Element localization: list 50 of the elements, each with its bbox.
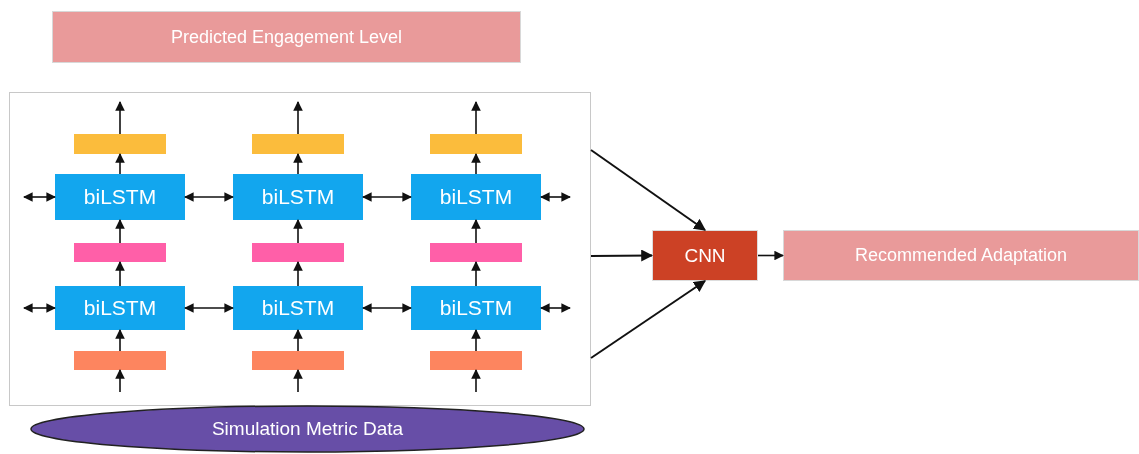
result-box: Recommended Adaptation [783,230,1139,281]
input-vector-bar [252,351,344,370]
arrow [590,149,706,231]
network-panel [9,92,591,406]
arrow [540,192,571,202]
arrow [757,250,784,261]
output-vector-bar [252,134,344,154]
arrow [471,219,481,244]
arrow [293,329,303,352]
arrow [540,303,571,313]
arrow [115,219,125,244]
arrow [471,369,481,393]
arrow [362,192,412,202]
arrow [590,249,654,262]
bilstm-block: biLSTM [55,174,185,220]
arrow [23,303,56,313]
input-ellipse: Simulation Metric Data [30,405,585,453]
bilstm-block: biLSTM [233,174,363,220]
hidden-vector-bar [430,243,522,262]
arrow [293,261,303,287]
input-vector-bar [74,351,166,370]
arrow [184,192,234,202]
output-vector-bar [74,134,166,154]
arrow [115,329,125,352]
bilstm-block: biLSTM [55,286,185,330]
arrow [293,153,303,175]
output-vector-bar [430,134,522,154]
hidden-vector-bar [252,243,344,262]
arrow [471,329,481,352]
bilstm-block: biLSTM [233,286,363,330]
bilstm-block: biLSTM [411,174,541,220]
arrow [293,219,303,244]
arrow [115,153,125,175]
arrow [471,261,481,287]
arrow [293,101,303,135]
output-box: Predicted Engagement Level [52,11,521,63]
input-vector-bar [430,351,522,370]
arrow [590,280,706,359]
arrow [184,303,234,313]
cnn-block: CNN [652,230,758,281]
arrow [471,153,481,175]
arrow [23,192,56,202]
arrow [115,101,125,135]
bilstm-block: biLSTM [411,286,541,330]
arrow [362,303,412,313]
arrow [471,101,481,135]
arrow [293,369,303,393]
arrow [115,261,125,287]
arrow [115,369,125,393]
hidden-vector-bar [74,243,166,262]
